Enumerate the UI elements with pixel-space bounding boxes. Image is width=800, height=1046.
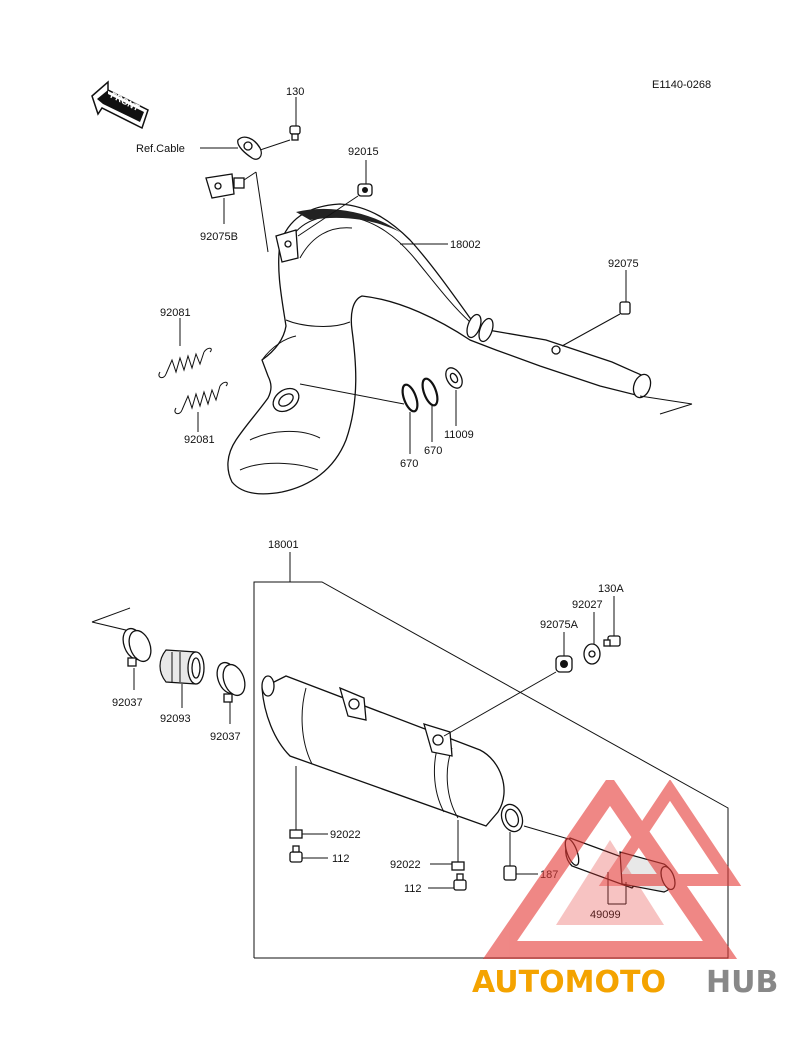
bolt-187 xyxy=(503,865,517,881)
label-92037-right: 92037 xyxy=(210,731,241,743)
gasket-11009 xyxy=(445,367,463,389)
label-130A: 130A xyxy=(598,583,624,595)
label-92037-left: 92037 xyxy=(112,697,143,709)
spring-92081-bottom xyxy=(174,381,228,415)
silencer-body xyxy=(261,675,524,833)
label-92075A: 92075A xyxy=(540,619,579,631)
watermark-text-2: HUB xyxy=(706,965,778,1000)
label-92027: 92027 xyxy=(572,599,603,611)
cable-clip xyxy=(237,136,262,160)
label-92022-right: 92022 xyxy=(390,859,421,871)
watermark-text-1: AUTOMOTO xyxy=(472,965,666,1000)
bolt-130 xyxy=(289,125,301,141)
bracket-92075B xyxy=(205,173,245,199)
diagram-code: E1140-0268 xyxy=(652,79,711,91)
expansion-chamber-18002 xyxy=(227,203,652,495)
label-92075B: 92075B xyxy=(200,231,238,243)
bolt-112-right xyxy=(453,873,467,891)
automotohub-watermark: AUTOMOTO HUB xyxy=(472,780,778,1000)
label-49099: 49099 xyxy=(590,909,621,921)
clamp-92037-left xyxy=(122,627,152,667)
label-18002: 18002 xyxy=(450,239,481,251)
bolt-92075 xyxy=(619,301,631,315)
label-112-left: 112 xyxy=(332,853,350,865)
connector-92093 xyxy=(159,649,205,685)
nut-92015 xyxy=(357,183,373,197)
bolt-112-left xyxy=(289,845,303,863)
label-670-a: 670 xyxy=(400,458,418,470)
label-ref-cable: Ref.Cable xyxy=(136,143,185,155)
nut-92022-left xyxy=(289,829,303,839)
bolt-130A xyxy=(603,635,621,647)
front-arrow-icon: FRONT xyxy=(91,80,149,130)
label-11009: 11009 xyxy=(444,429,474,441)
label-112-right: 112 xyxy=(404,883,422,895)
nut-92022-right xyxy=(451,861,465,871)
o-ring-670-a xyxy=(401,383,419,413)
label-92081-top: 92081 xyxy=(160,307,191,319)
label-92081-bottom: 92081 xyxy=(184,434,215,446)
label-92022-left: 92022 xyxy=(330,829,361,841)
collar-92075A xyxy=(555,655,573,673)
label-92075: 92075 xyxy=(608,258,639,270)
spring-92081-top xyxy=(158,347,212,379)
washer-92027 xyxy=(583,643,601,665)
clamp-92037-right xyxy=(216,661,246,703)
o-ring-670-b xyxy=(421,377,439,407)
label-670-b: 670 xyxy=(424,445,442,457)
label-92093: 92093 xyxy=(160,713,191,725)
label-18001: 18001 xyxy=(268,539,299,551)
watermark-triangle-icon xyxy=(482,780,742,959)
label-92015: 92015 xyxy=(348,146,379,158)
label-130: 130 xyxy=(286,86,304,98)
